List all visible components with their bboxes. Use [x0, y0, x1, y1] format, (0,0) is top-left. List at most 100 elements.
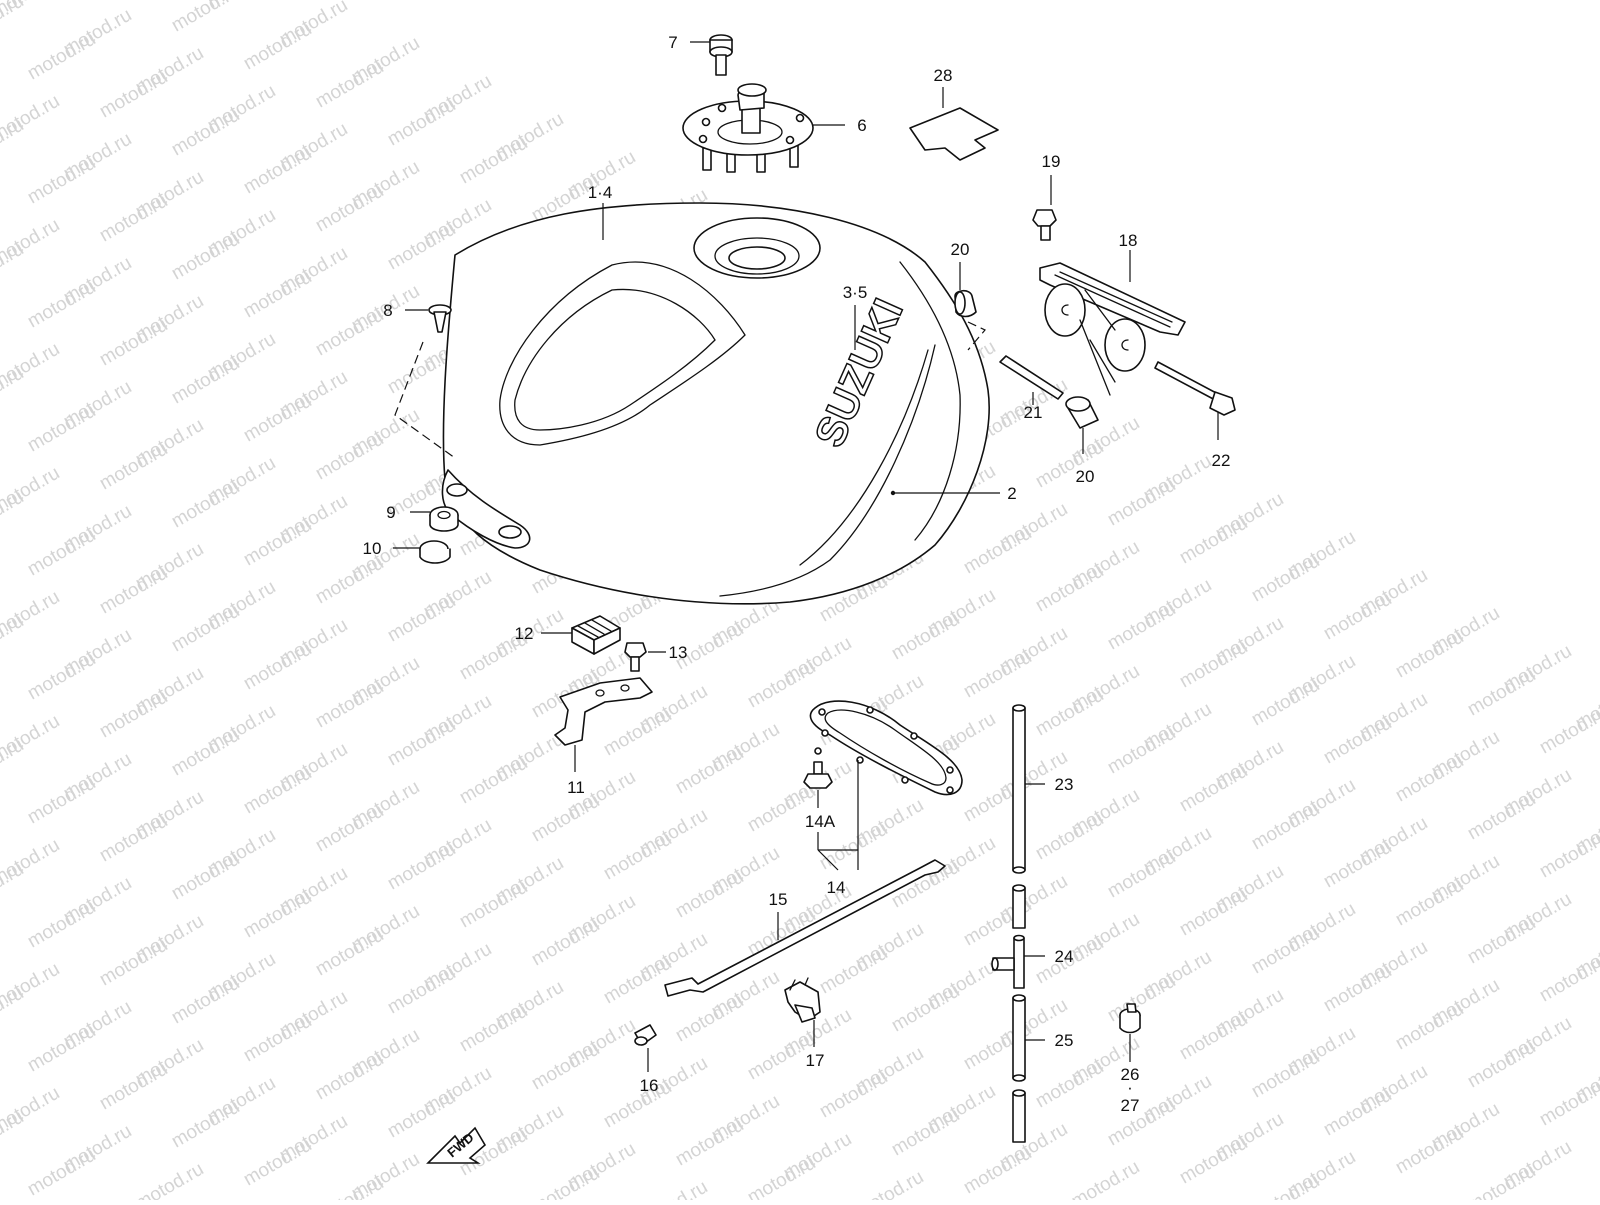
- watermark-text: motod.ru: [816, 1067, 891, 1123]
- watermark-text: motod.ru: [0, 0, 27, 46]
- watermark-text: motod.ru: [960, 1143, 1035, 1199]
- watermark-text: motod.ru: [1536, 827, 1600, 883]
- watermark-text: motod.ru: [1104, 475, 1179, 531]
- watermark-text: motod.ru: [96, 811, 171, 867]
- watermark-text: motod.ru: [168, 105, 243, 161]
- callout-17: 17: [806, 1051, 825, 1070]
- watermark-text: motod.ru: [1392, 1123, 1467, 1179]
- watermark-text: motod.ru: [384, 95, 459, 151]
- watermark-text: motod.ru: [240, 763, 315, 819]
- dashed-guide-screw: [394, 341, 456, 459]
- callout-13: 13: [669, 643, 688, 662]
- watermark-text: motod.ru: [1176, 637, 1251, 693]
- watermark-text: motod.ru: [24, 277, 99, 333]
- callout-20-lower: 20: [1076, 467, 1095, 486]
- watermark-text: motod.ru: [384, 1087, 459, 1143]
- clamp-17: [784, 977, 821, 1023]
- watermark-text: motod.ru: [24, 773, 99, 829]
- watermark-text: motod.ru: [672, 1115, 747, 1171]
- watermark-text: motod.ru: [240, 515, 315, 571]
- watermark-text: motod.ru: [1320, 1085, 1395, 1141]
- watermark-text: motod.ru: [1392, 751, 1467, 807]
- callout-22: 22: [1212, 451, 1231, 470]
- callout-11: 11: [567, 778, 585, 797]
- watermark-text: motod.ru: [1104, 847, 1179, 903]
- watermark-text: motod.ru: [1176, 761, 1251, 817]
- watermark-text: motod.ru: [1536, 703, 1600, 759]
- watermark-text: motod.ru: [168, 973, 243, 1029]
- watermark-text: motod.ru: [96, 191, 171, 247]
- watermark-text: motod.ru: [312, 801, 387, 857]
- watermark-text: motod.ru: [1248, 923, 1323, 979]
- watermark-text: motod.ru: [168, 849, 243, 905]
- watermark-text: motod.ru: [1392, 627, 1467, 683]
- callout-25: 25: [1055, 1031, 1074, 1050]
- long-bolt-22: [1154, 361, 1236, 416]
- watermark-text: motod.ru: [1032, 561, 1107, 617]
- watermark-text: motod.ru: [132, 1159, 207, 1200]
- watermark-text: motod.ru: [24, 525, 99, 581]
- collar-20-lower: [1065, 396, 1099, 429]
- watermark-text: motod.ru: [1248, 1047, 1323, 1103]
- watermark-text: motod.ru: [24, 153, 99, 209]
- callout-8: 8: [383, 301, 392, 320]
- callout-23: 23: [1055, 775, 1074, 794]
- watermark-text: motod.ru: [528, 791, 603, 847]
- watermark-text: motod.ru: [528, 1039, 603, 1095]
- watermark-text: motod.ru: [456, 133, 531, 189]
- hose-segment-upper: [1012, 884, 1026, 929]
- watermark-text: motod.ru: [600, 953, 675, 1009]
- watermark-text: motod.ru: [96, 935, 171, 991]
- watermark-text: motod.ru: [384, 591, 459, 647]
- watermark-text: motod.ru: [636, 1177, 711, 1200]
- part-16: [634, 1024, 657, 1046]
- watermark-text: motod.ru: [96, 67, 171, 123]
- watermark-text: motod.ru: [384, 963, 459, 1019]
- watermark-text: motod.ru: [240, 887, 315, 943]
- watermark-text: motod.ru: [1032, 1057, 1107, 1113]
- hose-segment-lower: [1012, 1089, 1026, 1143]
- watermark-text: motod.ru: [240, 267, 315, 323]
- callout-26-27-separator: ·: [1127, 1078, 1133, 1097]
- watermark-text: motod.ru: [456, 753, 531, 809]
- watermark-text: motod.ru: [1032, 809, 1107, 865]
- watermark-text: motod.ru: [1464, 665, 1539, 721]
- bolt-14a: [803, 747, 833, 789]
- watermark-text: motod.ru: [888, 981, 963, 1037]
- watermark-text: motod.ru: [384, 715, 459, 771]
- watermark-text: motod.ru: [312, 305, 387, 361]
- watermark-text: motod.ru: [168, 0, 243, 36]
- watermark-text: motod.ru: [1248, 1171, 1323, 1200]
- watermark-text: motod.ru: [168, 477, 243, 533]
- callout-10: 10: [363, 539, 382, 558]
- watermark-text: motod.ru: [888, 1105, 963, 1161]
- bolt-13: [624, 642, 647, 672]
- watermark-text: motod.ru: [888, 609, 963, 665]
- watermark-text: motod.ru: [96, 563, 171, 619]
- callout-21: 21: [1024, 403, 1043, 422]
- callout-24: 24: [1055, 947, 1074, 966]
- callout-labels: 7 6 28 19 18 1·4 3·5 20 21 22 20 2 8 9 1…: [363, 33, 1231, 1115]
- watermark-text: motod.ru: [1104, 971, 1179, 1027]
- watermark-text: motod.ru: [1464, 1161, 1539, 1200]
- watermark-text: motod.ru: [384, 219, 459, 275]
- watermark-text: motod.ru: [1248, 551, 1323, 607]
- damper-10: [419, 540, 451, 564]
- watermark-text: motod.ru: [1248, 799, 1323, 855]
- watermark-text: motod.ru: [168, 725, 243, 781]
- watermark-text: motod.ru: [168, 601, 243, 657]
- watermark-text: motod.ru: [456, 1001, 531, 1057]
- watermark-text: motod.ru: [1536, 951, 1600, 1007]
- watermark-text: motod.ru: [240, 1135, 315, 1191]
- watermark-text: motod.ru: [24, 897, 99, 953]
- watermark-text: motod.ru: [600, 1077, 675, 1133]
- watermark-text: motod.ru: [240, 391, 315, 447]
- watermark-text: motod.ru: [1464, 789, 1539, 845]
- watermark-text: motod.ru: [600, 829, 675, 885]
- watermark-text: motod.ru: [24, 1021, 99, 1077]
- watermark-text: motod.ru: [384, 839, 459, 895]
- breather-pipe-15: [664, 859, 946, 997]
- callout-19: 19: [1042, 152, 1061, 171]
